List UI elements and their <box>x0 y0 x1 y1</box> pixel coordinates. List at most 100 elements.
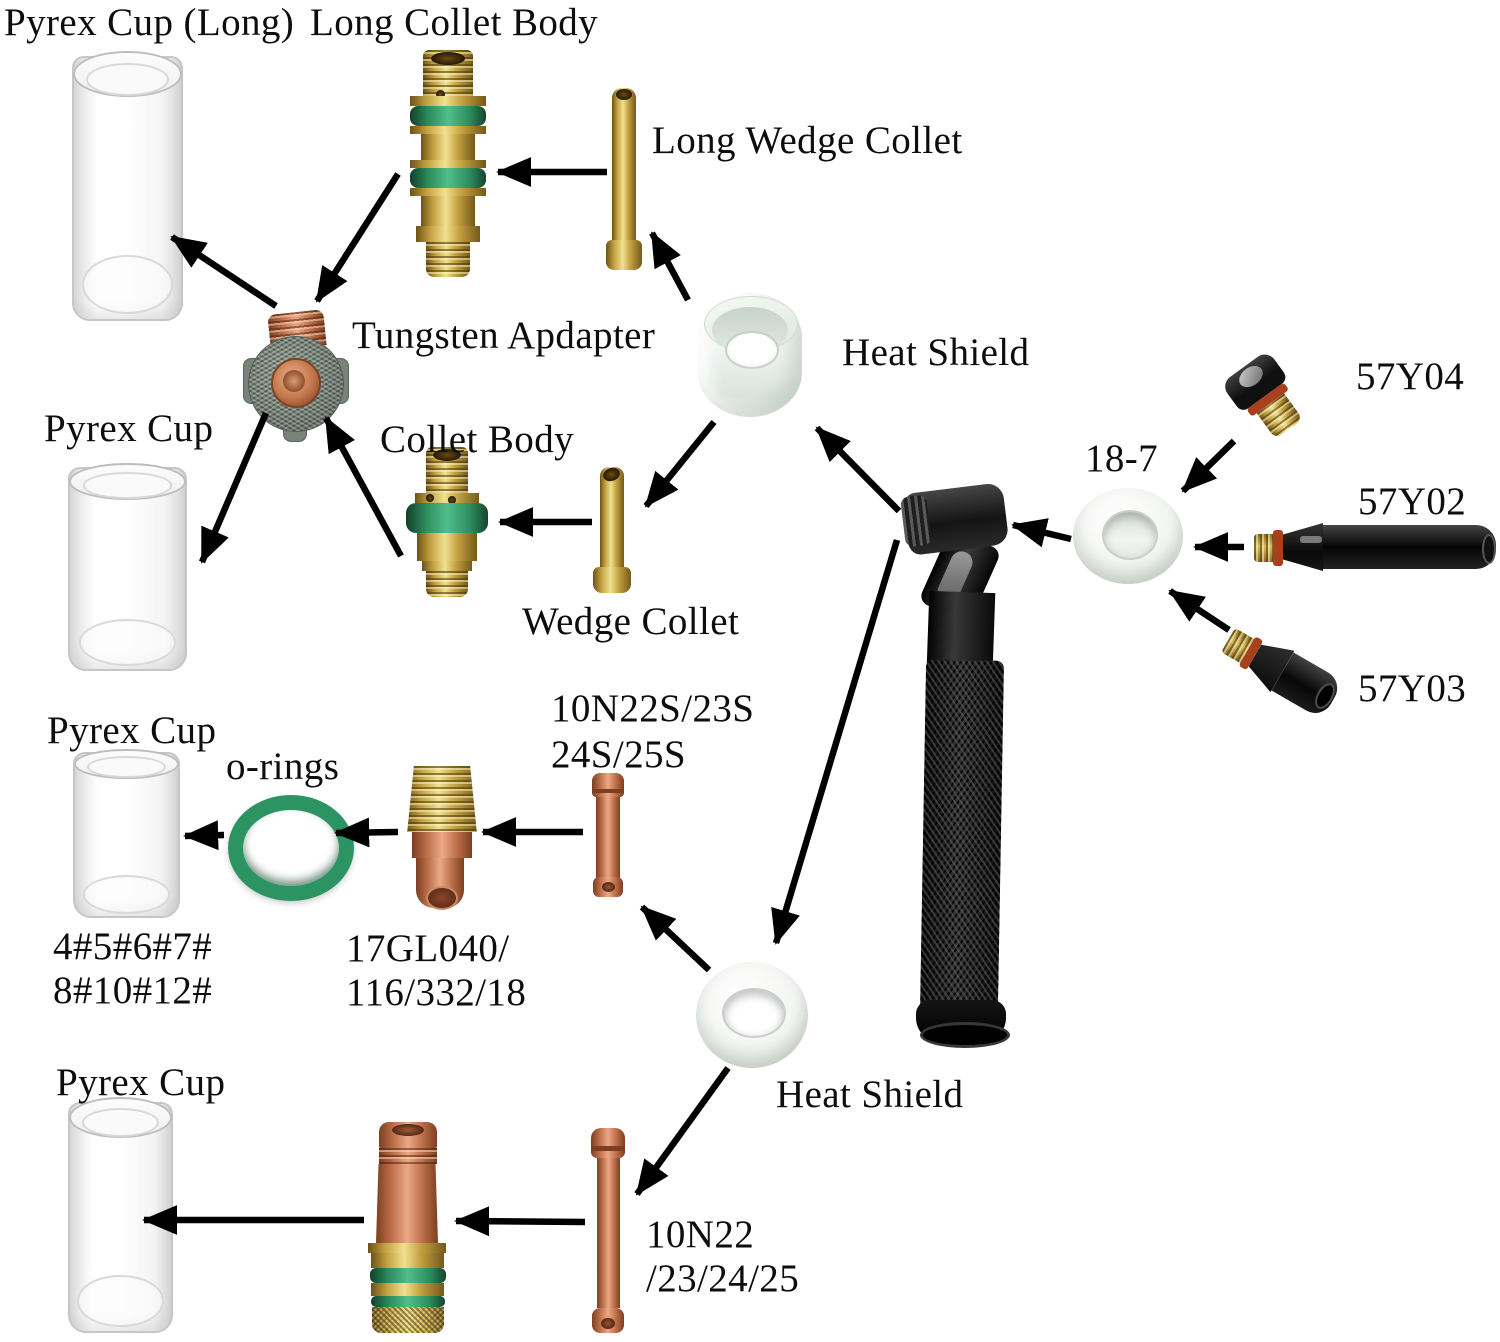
flange <box>410 96 486 106</box>
shield-hole <box>722 988 786 1038</box>
pyrex-cup-row4-part <box>68 1097 173 1333</box>
pyrex-cup-long-part <box>72 50 183 321</box>
cup-rim-inner <box>86 756 167 779</box>
cup-base <box>78 619 177 666</box>
foot <box>606 240 642 270</box>
bore-opening <box>433 449 461 461</box>
gasket-hole <box>1102 510 1158 560</box>
arrow-torch-to-heat-shield-bottom <box>771 539 901 945</box>
band <box>371 1283 444 1296</box>
label-10n22-line1: 10N22 <box>646 1213 755 1256</box>
flange <box>410 160 486 168</box>
label-pyrex-cup-long: Pyrex Cup (Long) <box>4 1 295 44</box>
collar <box>422 561 472 571</box>
tungsten-adapter-part <box>243 309 349 442</box>
label-cup-sizes-line2: 8#10#12# <box>53 969 213 1012</box>
threaded-tip <box>426 242 470 277</box>
arrow-long-collet-body-to-adapter <box>314 172 401 303</box>
flange <box>368 1243 446 1253</box>
label-pyrex-cup-row3: Pyrex Cup <box>47 709 217 752</box>
bore-opening <box>602 882 615 892</box>
back-cap-57y02-part <box>1252 518 1498 574</box>
gas-lens-standard-part <box>368 1120 448 1333</box>
thread-ripple <box>379 1148 437 1164</box>
foot <box>593 567 631 593</box>
shield-hole <box>725 331 779 369</box>
cup-rim-inner <box>86 62 169 96</box>
label-heat-shield-top: Heat Shield <box>842 331 1030 374</box>
label-long-wedge-collet: Long Wedge Collet <box>652 119 963 162</box>
cup-rim-inner <box>83 472 172 499</box>
threaded-tip <box>426 571 468 597</box>
bore-opening <box>392 1124 424 1136</box>
tip-bore <box>426 886 458 910</box>
label-10n22s-line1: 10N22S/23S <box>551 687 755 730</box>
label-collet-body: Collet Body <box>380 418 574 461</box>
body-section <box>421 134 475 160</box>
rod <box>597 1158 620 1308</box>
gas-hole <box>448 496 456 504</box>
back-cap-57y03-part <box>1214 616 1349 726</box>
bore-opening <box>431 52 465 65</box>
arrow-heat-shield2-to-10n22s <box>639 904 712 973</box>
bore-opening <box>616 89 632 100</box>
cap-groove <box>591 1146 625 1151</box>
label-10n22-line2: /23/24/25 <box>646 1257 800 1300</box>
cup-rim-inner <box>81 1107 160 1138</box>
label-57y04: 57Y04 <box>1356 355 1465 398</box>
tig-torch-part <box>890 480 1050 1048</box>
wedge-collet-part <box>593 463 631 593</box>
o-ring-groove-1 <box>370 1268 446 1283</box>
gas-lens-stubby-part <box>403 766 481 910</box>
copper-band <box>412 832 472 858</box>
label-cup-sizes-line1: 4#5#6#7# <box>53 925 213 968</box>
knurled-base <box>372 1307 444 1333</box>
gas-hole <box>426 494 434 502</box>
label-18-7: 18-7 <box>1085 437 1159 480</box>
center-bore <box>283 370 305 392</box>
pyrex-cup-mid-part <box>68 462 187 671</box>
cap-tube <box>1323 525 1496 569</box>
torch-bottom-rim <box>920 1022 1010 1048</box>
label-gas-lens-line2: 116/332/18 <box>346 971 527 1014</box>
collar <box>416 226 480 242</box>
seal-o-ring <box>1273 530 1283 566</box>
shoulder <box>415 493 479 503</box>
cap-cone <box>1283 523 1323 571</box>
label-long-collet-body: Long Collet Body <box>310 1 599 44</box>
cup-base <box>82 875 171 914</box>
cup-base <box>81 254 174 315</box>
rod <box>596 797 620 879</box>
o-ring-part <box>228 795 354 901</box>
label-tungsten-adapter: Tungsten Apdapter <box>352 314 656 357</box>
back-cap-57y04-part <box>1211 345 1323 459</box>
label-o-rings: o-rings <box>226 745 340 788</box>
rod <box>600 467 624 571</box>
arrow-heat-shield-to-wedge <box>643 419 717 509</box>
collet-body-part <box>406 447 488 597</box>
long-wedge-collet-part <box>606 86 642 270</box>
o-ring-groove-2 <box>410 168 486 188</box>
flange <box>410 188 486 196</box>
label-pyrex-cup-mid: Pyrex Cup <box>44 407 214 450</box>
flange <box>410 126 486 134</box>
label-gas-lens-line1: 17GL040/ <box>346 927 510 970</box>
collet-10n22-part <box>590 1126 626 1335</box>
heat-shield-bottom-part <box>696 962 808 1068</box>
body-section <box>376 1164 438 1243</box>
long-collet-body-part <box>406 50 490 277</box>
label-10n22s-line2: 24S/25S <box>551 733 687 776</box>
tube-tip-hole <box>1482 534 1496 564</box>
cap-groove <box>592 789 624 793</box>
arrow-torch-to-heat-shield-top <box>814 425 902 514</box>
o-ring-groove <box>406 503 488 533</box>
cup-base <box>77 1274 164 1328</box>
arrow-57y03-to-gasket <box>1168 588 1231 633</box>
torch-body-upper <box>926 590 996 670</box>
o-ring-groove-1 <box>410 106 486 126</box>
arrow-heat-shield2-to-10n22 <box>634 1066 731 1196</box>
label-wedge-collet: Wedge Collet <box>522 600 740 643</box>
cap <box>592 773 624 797</box>
arrow-adapter-to-cup-long <box>170 234 278 309</box>
